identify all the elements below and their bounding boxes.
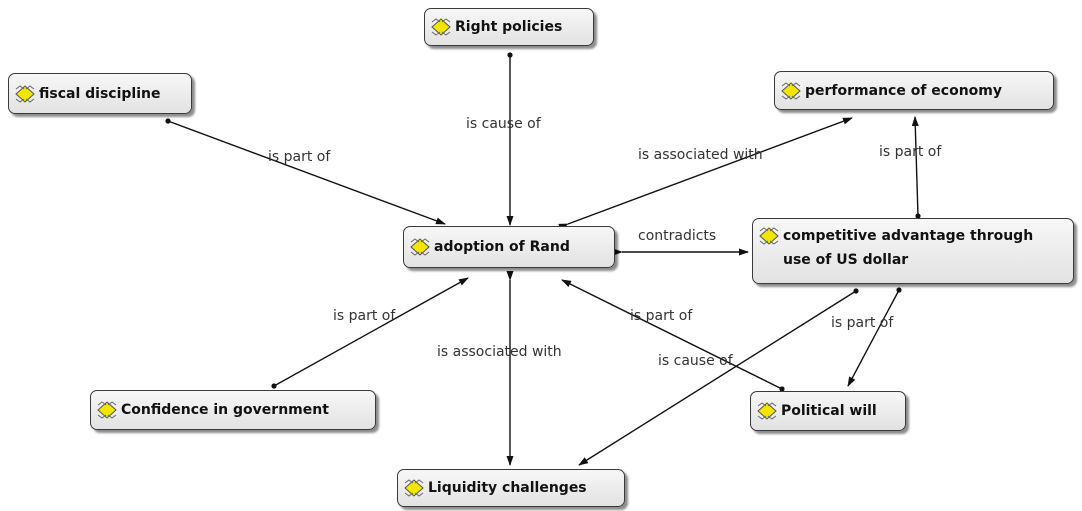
concept-node-political-will[interactable]: Political will [750,391,906,431]
concept-icon [759,227,779,245]
link-label-competitive-liquidity: is cause of [658,353,733,369]
concept-node-confidence-in-government[interactable]: Confidence in government [90,390,376,430]
link-label-right-policies-adoption: is cause of [466,116,541,132]
concept-node-adoption-of-rand[interactable]: adoption of Rand [403,226,615,268]
concept-icon [97,401,117,419]
link-label-adoption-competitive: contradicts [638,228,717,244]
link-label-adoption-performance: is associated with [638,147,763,163]
concept-node-performance-of-economy[interactable]: performance of economy [774,71,1054,110]
concept-icon [410,238,430,256]
concept-label: Right policies [455,19,563,35]
link-label-competitive-performance: is part of [879,144,942,160]
connector-competitive-performance [911,116,921,219]
concept-node-liquidity-challenges[interactable]: Liquidity challenges [397,469,625,507]
concept-node-competitive-advantage[interactable]: competitive advantage through use of US … [752,218,1074,284]
concept-label: fiscal discipline [39,85,161,102]
concept-label: performance of economy [805,82,1002,99]
concept-label: Liquidity challenges [428,480,587,496]
connector-confidence-adoption [271,277,469,389]
concept-icon [15,84,35,103]
connector-fiscal-adoption [165,118,446,225]
concept-icon [404,479,424,497]
concept-label: competitive advantage through use of US … [783,228,1034,268]
concept-icon [431,18,451,36]
link-label-confidence-adoption: is part of [333,308,396,324]
connector-competitive-political [847,287,902,387]
link-label-fiscal-adoption: is part of [268,149,331,165]
connector-adoption-performance [558,117,853,231]
concept-node-right-policies[interactable]: Right policies [424,8,594,46]
link-label-adoption-liquidity: is associated with [437,344,562,360]
link-label-political-adoption: is part of [630,308,693,324]
concept-icon [757,402,777,420]
connector-competitive-liquidity [578,288,859,466]
concept-label: Confidence in government [121,402,329,418]
concept-label: adoption of Rand [434,239,570,255]
concept-label: Political will [781,403,877,419]
concept-node-fiscal-discipline[interactable]: fiscal discipline [8,73,192,114]
link-label-competitive-political: is part of [831,315,894,331]
concept-icon [781,81,801,100]
connector-political-adoption [561,279,785,392]
